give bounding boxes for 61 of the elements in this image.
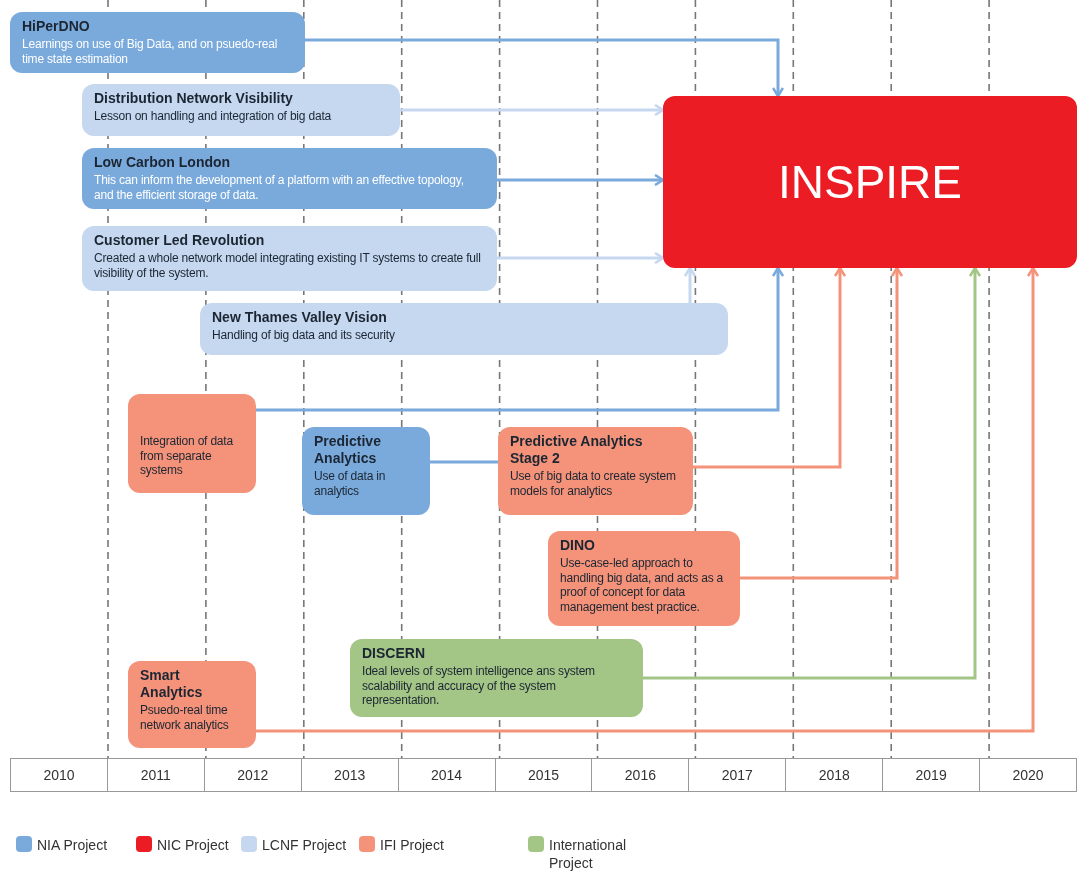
arrow	[740, 266, 904, 580]
arrow	[683, 266, 697, 303]
project-description: Ideal levels of system intelligence ans system scalability and accuracy of the system representation.	[362, 664, 596, 708]
project-box	[498, 427, 693, 515]
legend-label: LCNF Project	[262, 836, 347, 854]
year-label: 2016	[591, 759, 689, 791]
project-box	[128, 661, 256, 748]
project-description: Use-case-led approach to handling big data, and acts as a proof of concept for data management best practice.	[560, 556, 725, 614]
project-box	[200, 303, 728, 355]
year-label: 2015	[494, 759, 592, 791]
arrow	[643, 266, 982, 680]
year-label: 2013	[300, 759, 398, 791]
year-label: 2018	[785, 759, 883, 791]
project-description: Handling of big data and its security	[212, 328, 396, 343]
year-label: 2010	[42, 766, 76, 785]
year-label: 2014	[397, 759, 495, 791]
arrow	[305, 38, 785, 98]
project-box	[82, 226, 497, 291]
legend-label: IFI Project	[380, 836, 444, 854]
arrow	[497, 173, 665, 187]
project-description: Psuedo-real time network analytics	[140, 703, 230, 732]
project-box	[10, 12, 305, 73]
project-box	[302, 427, 430, 515]
project-title: Smart Analytics	[140, 667, 204, 701]
programme-box	[663, 96, 1077, 268]
year-label: 2011	[106, 759, 204, 791]
project-title: HiPerDNO	[22, 18, 91, 35]
project-box	[128, 394, 256, 493]
arrow	[256, 266, 1040, 733]
arrow	[497, 251, 665, 265]
programme-title: INSPIRE	[776, 155, 963, 210]
connector-line	[430, 460, 498, 464]
arrow	[400, 103, 665, 117]
project-description: Integration of data from separate systems	[140, 434, 234, 478]
project-description: Lesson on handling and integration of big data	[94, 109, 332, 124]
project-title: DINO	[560, 537, 596, 554]
project-title: Predictive Analytics Stage 2	[510, 433, 644, 467]
project-title: Distribution Network Visibility	[94, 90, 294, 107]
project-title: Customer Led Revolution	[94, 232, 266, 249]
project-box	[82, 148, 497, 209]
year-label: 2017	[688, 759, 786, 791]
arrow	[693, 266, 847, 469]
project-description: Created a whole network model integrating existing IT systems to create full visibility of the system.	[94, 251, 482, 280]
project-box	[548, 531, 740, 626]
project-description: Learnings on use of Big Data, and on psuedo-real time state estimation	[22, 37, 279, 66]
legend-label: NIC Project	[157, 836, 229, 854]
year-label: 2019	[882, 759, 980, 791]
project-title: Predictive Analytics	[314, 433, 382, 467]
project-description: Use of big data to create system models for analytics	[510, 469, 677, 498]
legend-label: International Project	[549, 836, 627, 872]
year-label: 2020	[979, 759, 1076, 791]
project-title: New Thames Valley Vision	[212, 309, 388, 326]
arrow	[256, 266, 785, 412]
project-box	[350, 639, 643, 717]
project-description: Use of data in analytics	[314, 469, 387, 498]
legend-label: NIA Project	[37, 836, 108, 854]
project-title: Low Carbon London	[94, 154, 232, 171]
year-label: 2012	[203, 759, 301, 791]
project-box	[82, 84, 400, 136]
project-title: DISCERN	[362, 645, 426, 662]
project-description: This can inform the development of a platform with an effective topology, and the efficient storage of data.	[94, 173, 465, 202]
